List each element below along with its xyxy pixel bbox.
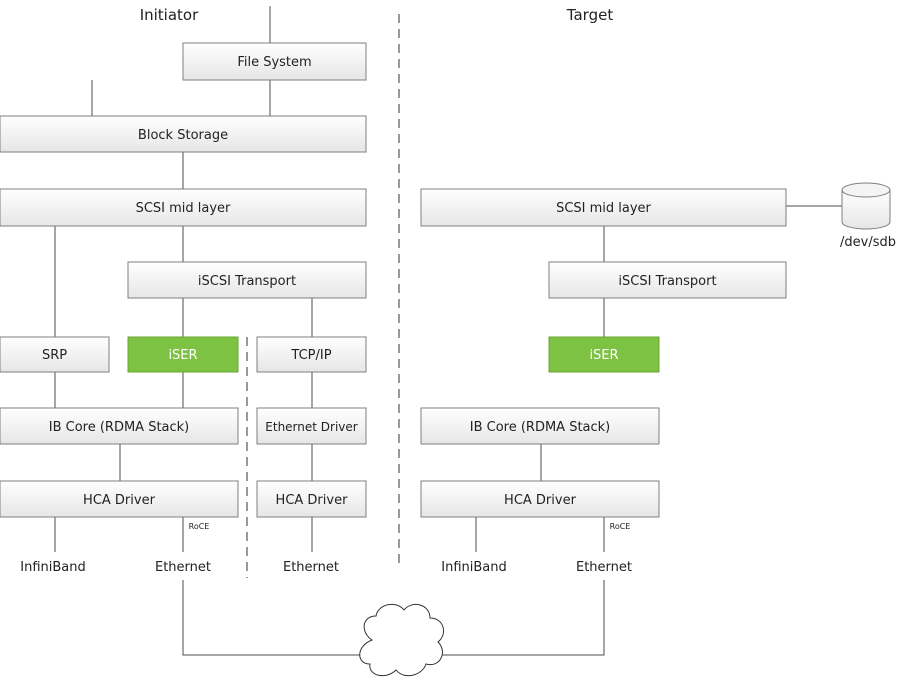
initiator-roce-label: RoCE [189, 522, 210, 531]
svg-text:HCA Driver: HCA Driver [83, 493, 156, 508]
target-roce-label: RoCE [610, 522, 631, 531]
initiator-hca-driver-rdma-box: HCA Driver [0, 480, 239, 518]
target-hca-driver-box: HCA Driver [420, 480, 660, 518]
file-system-box: File System [182, 42, 367, 81]
initiator-infiniband-label: InfiniBand [20, 560, 86, 575]
target-header: Target [566, 6, 614, 24]
disk-label: /dev/sdb [840, 235, 896, 250]
cloud-icon [359, 603, 445, 677]
svg-text:TCP/IP: TCP/IP [290, 348, 331, 363]
svg-text:HCA Driver: HCA Driver [276, 493, 349, 508]
svg-text:iSCSI Transport: iSCSI Transport [618, 274, 716, 289]
svg-text:File System: File System [237, 55, 311, 70]
svg-text:Block Storage: Block Storage [138, 128, 228, 143]
target-infiniband-label: InfiniBand [441, 560, 507, 575]
initiator-header: Initiator [140, 6, 199, 24]
block-storage-box: Block Storage [0, 115, 367, 153]
svg-text:SCSI mid layer: SCSI mid layer [556, 201, 651, 216]
connector-lines [54, 6, 842, 656]
srp-box: SRP [0, 336, 110, 373]
initiator-scsi-mid-layer-box: SCSI mid layer [0, 188, 367, 227]
target-iser-box: iSER [548, 336, 660, 373]
initiator-ib-core-box: IB Core (RDMA Stack) [0, 407, 239, 445]
target-ethernet-label: Ethernet [576, 560, 632, 575]
disk-icon [841, 182, 891, 230]
svg-text:Ethernet Driver: Ethernet Driver [265, 420, 357, 434]
initiator-ethernet-tcp-label: Ethernet [283, 560, 339, 575]
svg-text:iSER: iSER [168, 348, 197, 363]
initiator-iser-box: iSER [127, 336, 239, 373]
tcp-ip-box: TCP/IP [256, 336, 367, 373]
initiator-hca-driver-tcp-box: HCA Driver [256, 480, 367, 518]
ethernet-driver-box: Ethernet Driver [256, 407, 367, 445]
svg-text:HCA Driver: HCA Driver [504, 493, 577, 508]
svg-text:IB Core (RDMA Stack): IB Core (RDMA Stack) [49, 420, 190, 435]
target-ib-core-box: IB Core (RDMA Stack) [420, 407, 660, 445]
target-iscsi-transport-box: iSCSI Transport [548, 261, 787, 299]
svg-text:iSCSI Transport: iSCSI Transport [198, 274, 296, 289]
svg-text:IB Core (RDMA Stack): IB Core (RDMA Stack) [470, 420, 611, 435]
target-scsi-mid-layer-box: SCSI mid layer [420, 188, 787, 227]
separators [246, 14, 400, 578]
svg-text:iSER: iSER [589, 348, 618, 363]
initiator-ethernet-rdma-label: Ethernet [155, 560, 211, 575]
svg-text:SRP: SRP [42, 348, 67, 363]
initiator-iscsi-transport-box: iSCSI Transport [127, 261, 367, 299]
svg-text:SCSI mid layer: SCSI mid layer [136, 201, 231, 216]
